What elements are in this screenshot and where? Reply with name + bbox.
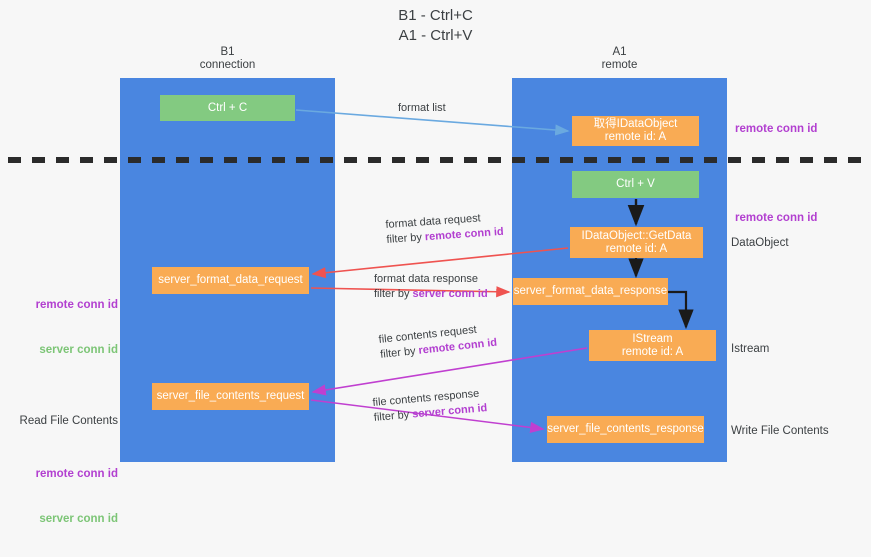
- box-server-file-contents-request[interactable]: server_file_contents_request: [152, 383, 309, 410]
- annotation-left-server-conn-id: server conn id: [39, 344, 118, 356]
- key-server-conn-id: server conn id: [412, 288, 488, 300]
- box-server-format-data-response[interactable]: server_format_data_response: [513, 278, 668, 305]
- annotation-write-file-contents: Write File Contents: [731, 425, 829, 437]
- label-format-data-response: format data response filter by server co…: [374, 272, 488, 302]
- lane-header-a1: A1 remote: [601, 46, 638, 71]
- diagram-canvas: B1 - Ctrl+C A1 - Ctrl+V B1 connection A1…: [8, 7, 863, 525]
- connector-arrows: [295, 109, 694, 433]
- box-ctrl-v[interactable]: Ctrl + V: [572, 171, 699, 198]
- arrow-format-data-request: [311, 247, 569, 279]
- arrow-format-list: [295, 109, 570, 136]
- phase-divider: [8, 157, 863, 163]
- box-ctrl-c[interactable]: Ctrl + C: [160, 95, 295, 121]
- arrow-file-contents-response: [310, 399, 545, 433]
- annotation-istream: Istream: [731, 343, 770, 355]
- box-idataobject-getdata[interactable]: IDataObject::GetData remote id: A: [570, 227, 703, 258]
- box-istream[interactable]: IStream remote id: A: [589, 330, 716, 361]
- annotation-left-remote-conn-id: remote conn id: [35, 299, 118, 311]
- annotation-read-file-contents: Read File Contents: [19, 415, 118, 427]
- arrow-file-contents-request: [311, 347, 588, 396]
- annotation-left-read-file: Read File Contents remote conn id server…: [10, 384, 118, 557]
- arrow-response-to-istream: [668, 290, 694, 330]
- label-format-data-response-line2: filter by server conn id: [374, 288, 488, 300]
- annotation-left-server-conn-id-2: server conn id: [39, 513, 118, 525]
- label-format-data-response-line1: format data response: [374, 273, 478, 285]
- label-format-list: format list: [398, 102, 446, 114]
- annotation-remote-conn-id-mid: remote conn id: [735, 212, 818, 224]
- page-title: B1 - Ctrl+C A1 - Ctrl+V: [398, 7, 473, 44]
- box-get-idataobject[interactable]: 取得IDataObject remote id: A: [572, 116, 699, 146]
- arrow-format-data-response: [310, 286, 511, 298]
- annotation-left-remote-conn-id-2: remote conn id: [35, 468, 118, 480]
- lane-header-b1: B1 connection: [199, 46, 256, 71]
- box-server-file-contents-response[interactable]: server_file_contents_response: [547, 416, 704, 443]
- box-server-format-data-request[interactable]: server_format_data_request: [152, 267, 309, 294]
- annotation-left-conn-ids: remote conn id server conn id: [22, 268, 118, 388]
- annotation-remote-conn-id-top: remote conn id: [735, 123, 818, 135]
- annotation-dataobject: DataObject: [731, 237, 789, 249]
